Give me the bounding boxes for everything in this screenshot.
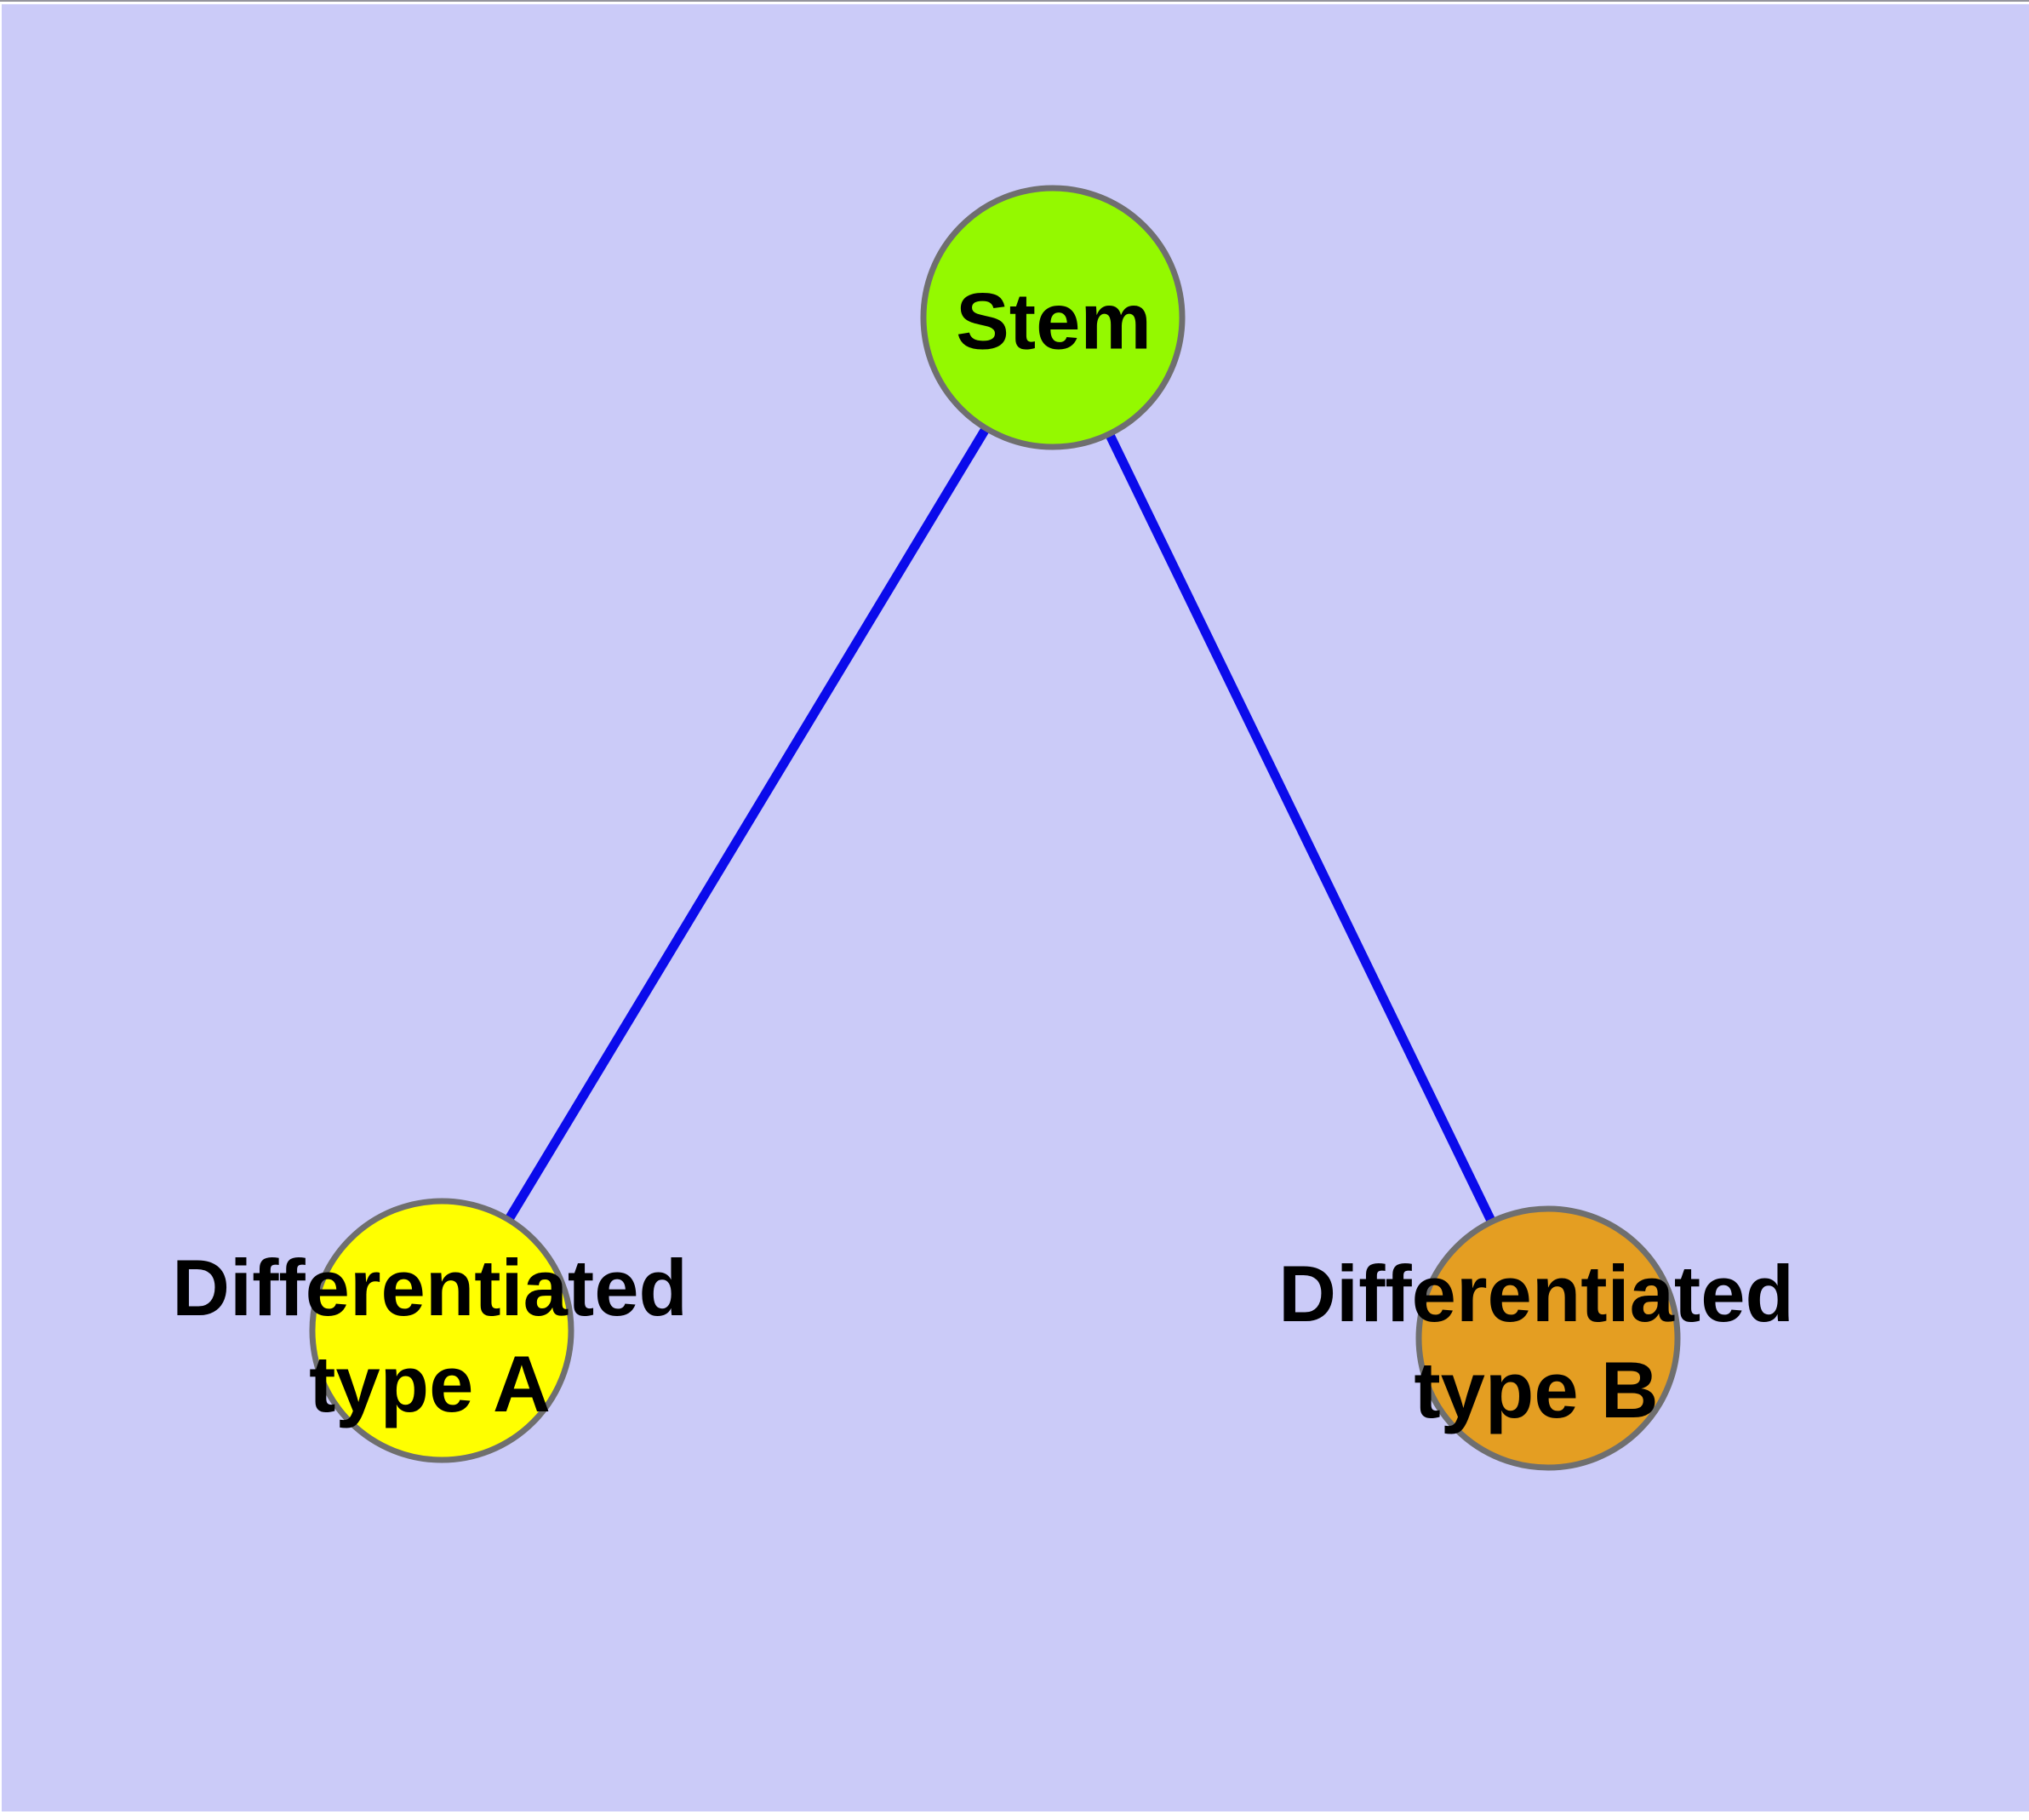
node-label-stem: Stem [956,273,1152,369]
node-label-type-a-line2: type A [309,1339,551,1428]
node-label-type-a-line1: Differentiated [172,1243,688,1332]
node-label-differentiated-type-a: Differentiated type A [172,1239,688,1432]
edge-stem-to-type-b [1049,315,1552,1341]
node-label-type-b-line2: type B [1414,1345,1659,1434]
node-label-differentiated-type-b: Differentiated type B [1278,1245,1794,1438]
edge-stem-to-type-a [437,315,1057,1333]
top-edge-line [0,0,2029,2]
node-label-stem-text: Stem [956,276,1152,366]
node-differentiated-type-b [1415,1205,1681,1471]
node-label-type-b-line1: Differentiated [1278,1249,1794,1338]
node-stem [920,185,1186,450]
node-differentiated-type-a [309,1198,574,1463]
